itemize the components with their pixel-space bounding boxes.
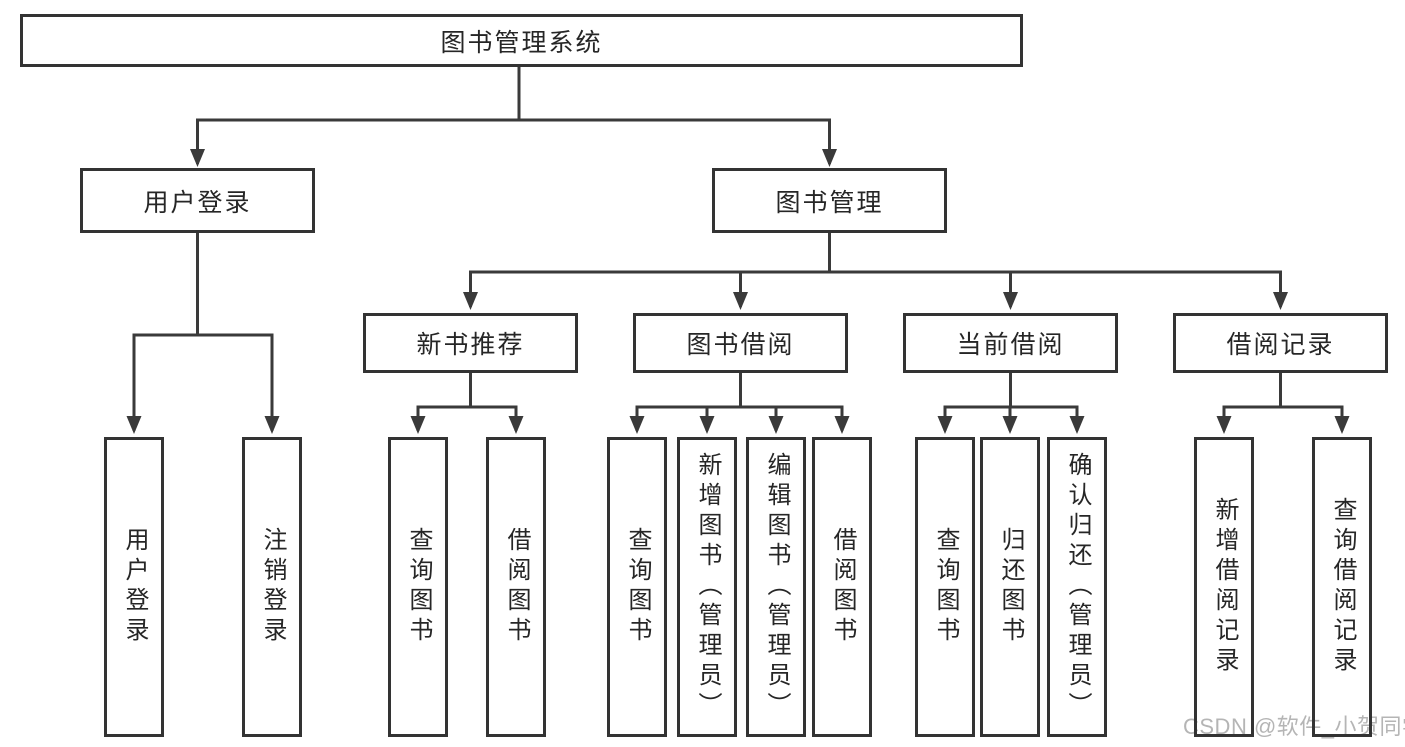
- leaf-query-books-current: 查询图书: [915, 437, 975, 737]
- leaf-query-books-borrow: 查询图书: [607, 437, 667, 737]
- node-borrow-records: 借阅记录: [1173, 313, 1388, 373]
- branch-new-book-recommend: [410, 373, 524, 434]
- leaf-return-book: 归还图书: [980, 437, 1040, 737]
- node-label: 新书推荐: [416, 331, 525, 359]
- node-user-login: 用户登录: [80, 168, 315, 233]
- node-current-borrow: 当前借阅: [903, 313, 1118, 373]
- leaf-add-borrow-record: 新增借阅记录: [1194, 437, 1254, 737]
- branch-root: [190, 67, 837, 167]
- node-label: 图书管理系统: [440, 28, 603, 57]
- leaf-query-books-recommend: 查询图书: [388, 437, 448, 737]
- node-book-management: 图书管理: [712, 168, 947, 233]
- node-label: 当前借阅: [956, 331, 1065, 359]
- node-label: 图书借阅: [686, 331, 795, 359]
- leaf-add-book-admin: 新增图书（管理员）: [677, 437, 737, 737]
- leaf-confirm-return-admin: 确认归还（管理员）: [1047, 437, 1107, 737]
- node-label: 注销登录: [259, 527, 286, 647]
- leaf-logout: 注销登录: [242, 437, 302, 737]
- node-label: 借阅图书: [829, 527, 856, 647]
- node-label: 查询图书: [932, 527, 959, 647]
- leaf-query-borrow-record: 查询借阅记录: [1312, 437, 1372, 737]
- node-label: 归还图书: [997, 527, 1024, 647]
- node-label: 新增借阅记录: [1211, 497, 1238, 677]
- node-label: 用户登录: [143, 188, 252, 217]
- branch-current-borrow: [937, 373, 1085, 434]
- branch-book-borrow: [629, 373, 850, 434]
- leaf-borrow-books-recommend: 借阅图书: [486, 437, 546, 737]
- node-label: 查询借阅记录: [1329, 497, 1356, 677]
- node-label: 图书管理: [775, 188, 884, 217]
- leaf-user-login: 用户登录: [104, 437, 164, 737]
- leaf-borrow-books: 借阅图书: [812, 437, 872, 737]
- node-label: 编辑图书（管理员）: [763, 452, 790, 722]
- node-new-book-recommend: 新书推荐: [363, 313, 578, 373]
- node-label: 借阅记录: [1226, 331, 1335, 359]
- node-label: 确认归还（管理员）: [1064, 452, 1091, 722]
- node-label: 用户登录: [121, 527, 148, 647]
- node-label: 借阅图书: [503, 527, 530, 647]
- branch-user-login: [126, 233, 280, 434]
- node-book-borrow: 图书借阅: [633, 313, 848, 373]
- branch-borrow-records: [1216, 373, 1350, 434]
- node-label: 查询图书: [405, 527, 432, 647]
- leaf-edit-book-admin: 编辑图书（管理员）: [746, 437, 806, 737]
- node-label: 新增图书（管理员）: [694, 452, 721, 722]
- node-label: 查询图书: [624, 527, 651, 647]
- node-library-management-system: 图书管理系统: [20, 14, 1023, 67]
- branch-book-management: [463, 233, 1288, 310]
